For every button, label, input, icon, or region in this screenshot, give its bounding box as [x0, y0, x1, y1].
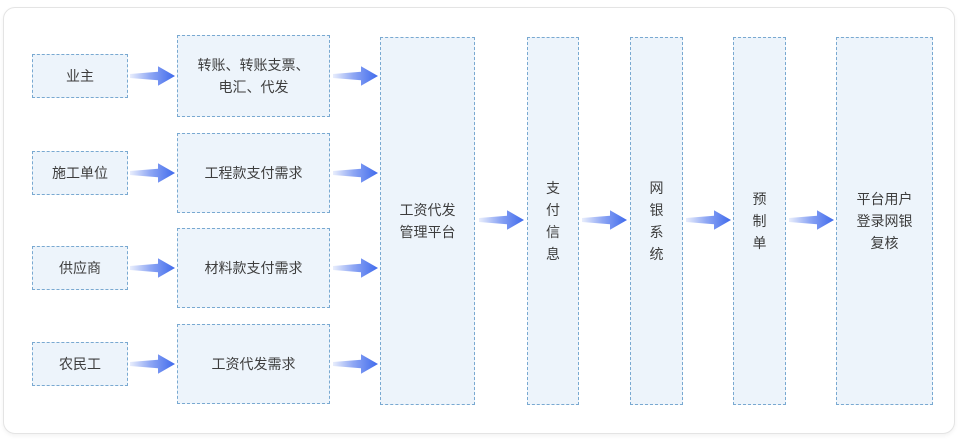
node-prepared-order-char: 单: [752, 235, 767, 251]
diagram-panel: [3, 7, 955, 434]
node-salary-agency-demand: 工资代发需求: [177, 324, 330, 404]
node-supplier: 供应商: [32, 246, 128, 290]
node-payment-info-char: 支: [546, 180, 560, 196]
node-platform-user-review: 平台用户 登录网银 复核: [836, 37, 933, 405]
node-payment-info-char: 付: [546, 202, 560, 218]
node-payment-info: 支 付 信 息: [527, 37, 579, 405]
node-ebank-system-char: 银: [649, 202, 664, 218]
node-material-payment-demand: 材料款支付需求: [177, 228, 330, 308]
node-supplier-label: 供应商: [59, 260, 101, 276]
node-salary-platform-line: 管理平台: [399, 224, 456, 240]
node-construction-unit-label: 施工单位: [52, 165, 108, 181]
node-project-payment-demand: 工程款支付需求: [177, 133, 330, 213]
node-prepared-order-char: 制: [752, 213, 767, 229]
node-construction-unit: 施工单位: [32, 151, 128, 195]
node-material-payment-demand-label: 材料款支付需求: [204, 260, 303, 276]
node-prepared-order-char: 预: [752, 191, 767, 207]
node-platform-user-review-line: 复核: [870, 235, 899, 251]
node-payment-info-char: 息: [546, 246, 560, 262]
node-salary-platform-line: 工资代发: [399, 202, 456, 218]
node-payment-methods: 转账、转账支票、 电汇、代发: [177, 35, 330, 117]
node-payment-info-char: 信: [546, 224, 560, 240]
node-salary-platform: 工资代发 管理平台: [380, 37, 475, 405]
node-payment-methods-line: 转账、转账支票、: [197, 57, 310, 73]
node-ebank-system-char: 网: [649, 180, 664, 196]
node-migrant-worker-label: 农民工: [59, 356, 101, 372]
node-platform-user-review-line: 登录网银: [856, 213, 913, 229]
node-salary-agency-demand-label: 工资代发需求: [211, 356, 296, 372]
node-ebank-system-char: 系: [649, 224, 664, 240]
node-owner: 业主: [32, 54, 128, 98]
node-platform-user-review-line: 平台用户: [856, 191, 913, 207]
node-ebank-system-char: 统: [649, 246, 664, 262]
node-project-payment-demand-label: 工程款支付需求: [204, 165, 303, 181]
node-prepared-order: 预 制 单: [733, 37, 786, 405]
node-ebank-system: 网 银 系 统: [630, 37, 683, 405]
node-migrant-worker: 农民工: [32, 342, 128, 386]
node-payment-methods-line: 电汇、代发: [218, 79, 289, 95]
node-owner-label: 业主: [66, 68, 94, 84]
